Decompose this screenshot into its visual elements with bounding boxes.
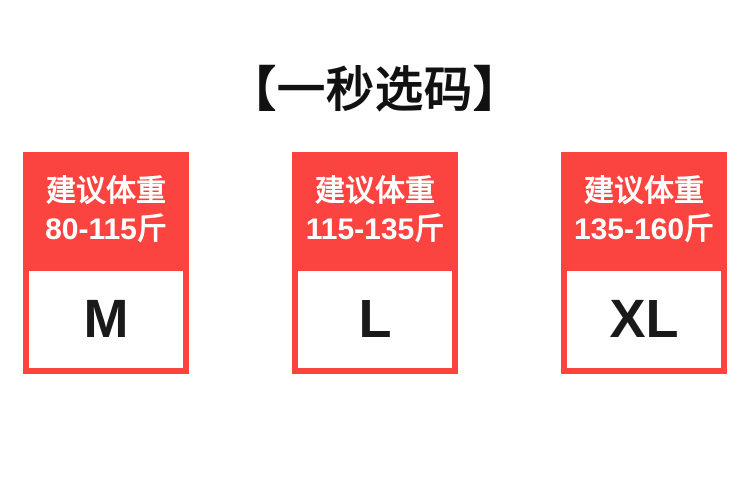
size-value-panel: M — [29, 270, 183, 368]
size-card-m: 建议体重 80-115斤 M — [23, 151, 189, 374]
size-cards-row: 建议体重 80-115斤 M 建议体重 115-135斤 L 建议体重 135-… — [0, 151, 750, 374]
size-value: L — [358, 289, 392, 350]
weight-range-label: 建议体重 80-115斤 — [23, 152, 189, 271]
size-card-l: 建议体重 115-135斤 L — [292, 151, 458, 374]
size-guide-page: 【一秒选码】 建议体重 80-115斤 M 建议体重 115-135斤 L 建议… — [0, 62, 750, 494]
size-value-panel: XL — [567, 270, 721, 368]
weight-range-value: 80-115斤 — [45, 213, 167, 247]
weight-range-label: 建议体重 135-160斤 — [561, 152, 727, 271]
weight-range-title: 建议体重 — [315, 175, 435, 209]
page-title: 【一秒选码】 — [227, 64, 522, 117]
weight-range-value: 115-135斤 — [305, 213, 445, 247]
weight-range-value: 135-160斤 — [573, 213, 715, 247]
size-card-xl: 建议体重 135-160斤 XL — [561, 151, 727, 374]
size-value: M — [83, 289, 129, 350]
weight-range-title: 建议体重 — [584, 175, 704, 209]
size-value: XL — [609, 289, 679, 350]
weight-range-label: 建议体重 115-135斤 — [292, 152, 458, 271]
weight-range-title: 建议体重 — [46, 175, 166, 209]
size-value-panel: L — [298, 270, 452, 368]
